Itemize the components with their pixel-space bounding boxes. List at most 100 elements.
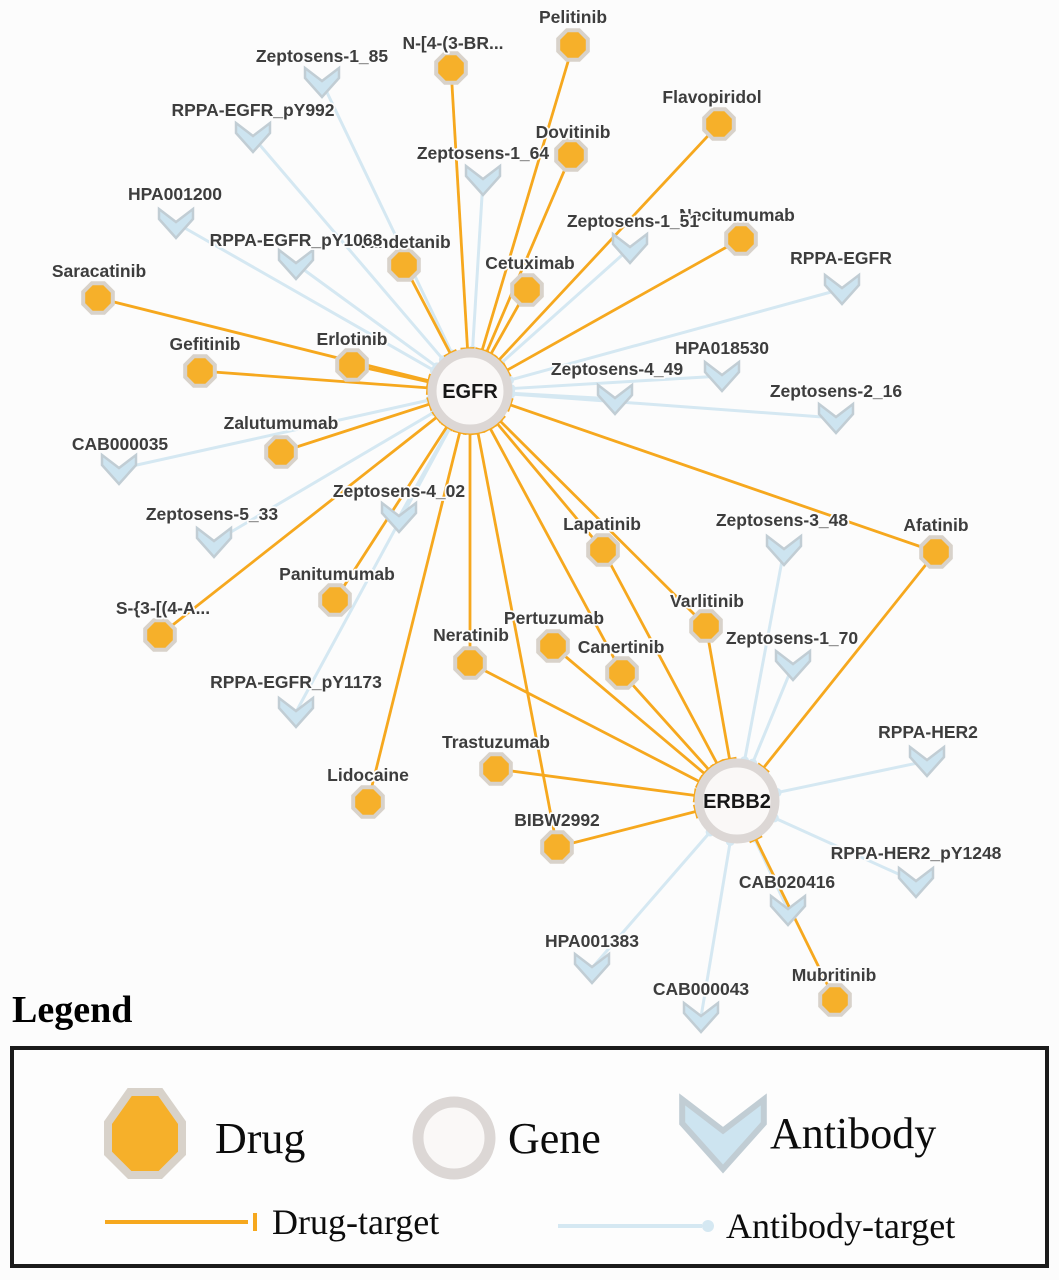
legend-antibody-target-label: Antibody-target bbox=[726, 1206, 955, 1246]
drug-target-edge bbox=[480, 44, 575, 352]
antibody-node[interactable] bbox=[277, 247, 315, 281]
drug-label: Neratinib bbox=[433, 625, 509, 645]
antibody-label: RPPA-HER2 bbox=[878, 722, 978, 742]
gene-node-EGFR[interactable] bbox=[427, 348, 513, 434]
drug-target-edge bbox=[754, 838, 837, 1001]
drug-node[interactable] bbox=[919, 535, 953, 569]
antibody-node[interactable] bbox=[234, 120, 272, 154]
antibody-label: Zeptosens-3_48 bbox=[716, 510, 849, 530]
antibody-node[interactable] bbox=[817, 401, 855, 435]
legend-gene-label: Gene bbox=[508, 1114, 601, 1163]
drug-node[interactable] bbox=[689, 609, 723, 643]
node-layer bbox=[81, 28, 953, 1034]
antibody-legend-icon bbox=[679, 1093, 767, 1174]
antibody-node[interactable] bbox=[897, 865, 935, 899]
drug-node[interactable] bbox=[479, 752, 513, 786]
drug-edge-layer bbox=[97, 44, 938, 1001]
antibody-node[interactable] bbox=[774, 648, 812, 682]
drug-target-edge bbox=[495, 767, 696, 797]
drug-node[interactable] bbox=[586, 533, 620, 567]
antibody-node[interactable] bbox=[596, 382, 634, 416]
drug-target-edge bbox=[497, 123, 721, 362]
antibody-target-edge bbox=[510, 374, 723, 391]
drug-label: Afatinib bbox=[903, 515, 968, 535]
drug-node[interactable] bbox=[335, 348, 369, 382]
drug-label: Zalutumumab bbox=[224, 413, 339, 433]
drug-target-edge bbox=[505, 237, 742, 372]
antibody-label: RPPA-EGFR_pY1173 bbox=[210, 672, 382, 692]
drug-node[interactable] bbox=[434, 51, 468, 85]
antibody-label: Zeptosens-5_33 bbox=[146, 504, 279, 524]
drug-target-edge bbox=[97, 296, 430, 383]
drug-target-edge bbox=[476, 431, 559, 848]
antibody-label: Zeptosens-2_16 bbox=[770, 381, 903, 401]
antibody-node[interactable] bbox=[100, 452, 138, 486]
legend-title: Legend bbox=[12, 989, 133, 1031]
antibody-node[interactable] bbox=[157, 206, 195, 240]
drug-node[interactable] bbox=[81, 281, 115, 315]
antibody-node[interactable] bbox=[464, 163, 502, 197]
drug-target-edge bbox=[366, 431, 462, 803]
drug-label: Vandetanib bbox=[357, 232, 450, 252]
antibody-target-edge bbox=[510, 392, 837, 420]
drug-target-edge bbox=[449, 67, 469, 350]
antibody-label: HPA018530 bbox=[675, 338, 769, 358]
antibody-target-edge bbox=[751, 664, 795, 764]
drug-label: Flavopiridol bbox=[662, 87, 761, 107]
antibody-target-edge bbox=[213, 410, 436, 544]
antibody-node[interactable] bbox=[380, 500, 418, 534]
drug-node[interactable] bbox=[724, 222, 758, 256]
drug-target-edge bbox=[495, 422, 605, 551]
drug-node[interactable] bbox=[387, 248, 421, 282]
antibody-target-legend-dot bbox=[702, 1220, 714, 1232]
antibody-label: RPPA-EGFR bbox=[790, 248, 892, 268]
gene-node-ERBB2[interactable] bbox=[694, 758, 780, 844]
antibody-node[interactable] bbox=[611, 231, 649, 265]
drug-node[interactable] bbox=[143, 618, 177, 652]
drug-node[interactable] bbox=[510, 273, 544, 307]
antibody-label: Zeptosens-1_64 bbox=[417, 143, 550, 163]
antibody-node[interactable] bbox=[277, 695, 315, 729]
antibody-target-edge bbox=[294, 426, 452, 713]
drug-node[interactable] bbox=[556, 28, 590, 62]
antibody-node[interactable] bbox=[823, 272, 861, 306]
drug-target-edge bbox=[620, 672, 710, 771]
antibody-node[interactable] bbox=[769, 893, 807, 927]
antibody-node[interactable] bbox=[303, 65, 341, 99]
drug-label: Pertuzumab bbox=[504, 608, 604, 628]
antibody-label: Zeptosens-4_49 bbox=[551, 359, 684, 379]
antibody-target-edge bbox=[699, 841, 732, 1018]
antibody-target-edge bbox=[590, 830, 712, 969]
drug-node[interactable] bbox=[554, 138, 588, 172]
drug-node[interactable] bbox=[702, 107, 736, 141]
drug-label: Gefitinib bbox=[170, 334, 241, 354]
antibody-target-edge bbox=[743, 549, 786, 761]
label-layer: EGFRERBB2PelitinibN-[4-(3-BR...Dovitinib… bbox=[50, 5, 1003, 1001]
drug-node[interactable] bbox=[264, 435, 298, 469]
antibody-node[interactable] bbox=[573, 951, 611, 985]
drug-node[interactable] bbox=[540, 830, 574, 864]
legend-drug-target-label: Drug-target bbox=[272, 1202, 439, 1242]
drug-node[interactable] bbox=[351, 785, 385, 819]
drug-node[interactable] bbox=[318, 583, 352, 617]
antibody-node[interactable] bbox=[908, 744, 946, 778]
antibody-node[interactable] bbox=[765, 533, 803, 567]
drug-label: Erlotinib bbox=[317, 329, 388, 349]
antibody-node[interactable] bbox=[703, 359, 741, 393]
drug-node[interactable] bbox=[818, 983, 852, 1017]
antibody-label: RPPA-HER2_pY1248 bbox=[831, 843, 1002, 863]
antibody-label: CAB000043 bbox=[653, 979, 750, 999]
drug-target-edge bbox=[704, 625, 732, 760]
legend-box: Drug Gene Antibody Drug-target Antibody-… bbox=[10, 1046, 1049, 1268]
antibody-target-edge bbox=[499, 246, 631, 365]
antibody-node[interactable] bbox=[682, 1000, 720, 1034]
drug-node[interactable] bbox=[605, 656, 639, 690]
drug-label: Pelitinib bbox=[539, 7, 607, 27]
drug-node[interactable] bbox=[453, 646, 487, 680]
drug-label: BIBW2992 bbox=[514, 810, 600, 830]
antibody-node[interactable] bbox=[195, 525, 233, 559]
antibody-target-edge bbox=[776, 759, 928, 795]
drug-label: Dovitinib bbox=[536, 122, 611, 142]
drug-node[interactable] bbox=[183, 354, 217, 388]
drug-node[interactable] bbox=[536, 629, 570, 663]
